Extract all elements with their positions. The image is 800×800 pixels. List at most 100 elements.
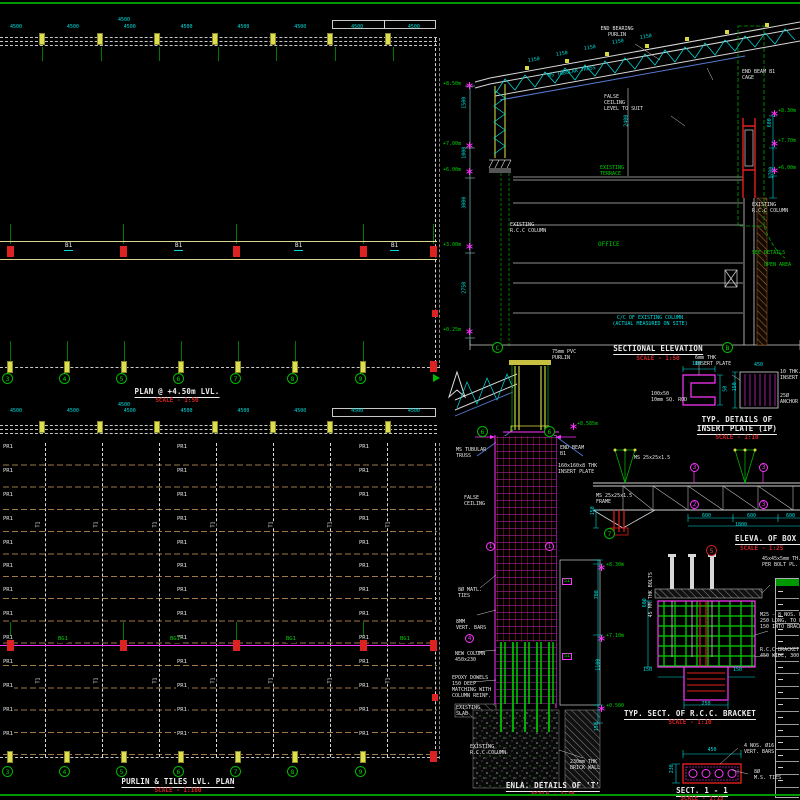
column-marker-red (7, 246, 14, 257)
brick-wall-label: 230mm THK (570, 759, 598, 765)
dim-text: 4500 (10, 24, 23, 30)
insert-plate-label: INSERT PLATE (558, 469, 595, 475)
channel-section (682, 374, 716, 406)
purlin-label: PR1 (176, 635, 188, 642)
dim-text: 4500 (66, 24, 79, 30)
dim-text: 2750 (461, 281, 468, 294)
column-marker-red (432, 310, 438, 317)
dim-text: 4500 (180, 408, 193, 414)
grid-bubble: 8 (287, 373, 298, 384)
epoxy-label: MATCHING WITH (452, 687, 492, 693)
purlin-label: PR1 (2, 682, 14, 690)
false-ceiling-label: CEILING (464, 501, 486, 507)
truss-label: T1 (152, 677, 159, 684)
plate-label: 10 THK. (780, 369, 800, 375)
purlin-label: PR1 (358, 706, 370, 714)
grid-tick (123, 622, 124, 640)
dim-text: 150 (733, 667, 743, 673)
corner-offset (332, 408, 436, 417)
dims (672, 750, 742, 784)
existing-column-label: R.C.C COLUMN (510, 228, 547, 234)
existing-column-label: EXISTING (510, 222, 535, 228)
truss-label: T1 (385, 521, 392, 528)
section-outline (682, 763, 742, 784)
rod-label: 25Ø (780, 393, 790, 399)
flag-leaders (693, 470, 764, 510)
dim-text: 4500 (123, 24, 136, 30)
column-marker (154, 421, 161, 433)
wall-line (0, 45, 437, 46)
plate-hatch (744, 374, 776, 406)
sect11-title: SECT. 1 - 1 (676, 786, 728, 797)
purlin-label: PR1 (2, 467, 14, 475)
level-label: +3.00m (443, 242, 462, 248)
purlin-label: PR1 (2, 539, 14, 546)
grid-tick (236, 224, 237, 244)
grid-bubble: B (722, 342, 733, 353)
note-label: C/C OF EXISTING COLUMN (616, 315, 684, 321)
truss-label: T1 (210, 677, 217, 684)
dim-text: 1800 (735, 522, 748, 528)
epoxy-label: COLUMN REINF. (452, 693, 492, 699)
rafter-line (273, 443, 274, 757)
stirrup-tag: S1 (562, 653, 573, 660)
epoxy-dowels (500, 642, 550, 732)
grid-tick (181, 341, 182, 361)
grid-tick (363, 622, 364, 640)
truss-label: T1 (93, 521, 100, 528)
column-marker (178, 361, 184, 373)
dowel-zone (496, 642, 556, 704)
table-row (776, 775, 799, 788)
ties-label: TIES (458, 593, 471, 599)
dim-text: 600 (747, 513, 757, 519)
wall-line (0, 425, 437, 426)
truss-label: T1 (35, 677, 42, 684)
purlin-cleats (525, 23, 769, 70)
purlin-label: PR1 (176, 706, 188, 714)
grid-bubble: 5 (116, 766, 127, 777)
column-marker (39, 421, 45, 433)
dim-text: 4500 (407, 408, 420, 414)
column-marker-red (360, 246, 367, 257)
box-girder-drawing (592, 448, 800, 536)
purlin-label: PR1 (176, 658, 188, 666)
bracket-title: TYP. SECT. OF R.C.C. BRACKET (623, 709, 757, 720)
truss-label: T1 (93, 677, 100, 684)
purlin-note: PURLIN (552, 355, 571, 361)
column-reinforcement (496, 436, 556, 642)
truss-label: T1 (35, 521, 42, 528)
column-marker-red (430, 751, 437, 762)
braced-box-x (724, 269, 738, 288)
new-column-label: NEW COLUMN (455, 651, 486, 657)
plate-label: INSERT PLATE (780, 375, 800, 381)
level-marker-icon (466, 142, 473, 149)
rebar (688, 769, 698, 778)
flag-bubble: 3 (690, 463, 699, 472)
dim-text: 600 (786, 513, 796, 519)
dim-text: 600 (702, 513, 712, 519)
dim-text: 4500 (118, 17, 131, 23)
bracket-label: R.C.C BRACKET (760, 647, 800, 653)
column-marker (96, 33, 103, 45)
grid-line (0, 367, 440, 368)
grid-tick (433, 224, 434, 244)
table-row (776, 636, 799, 649)
flag-bubble: 2 (690, 500, 699, 509)
column-marker-red (430, 361, 437, 372)
existing-concrete (472, 709, 560, 789)
column-marker (327, 33, 334, 45)
level-marker-icon (466, 168, 473, 175)
north-arrow-symbol (447, 370, 467, 399)
purlin-label: PR1 (358, 682, 370, 690)
truss-label: T1 (152, 521, 159, 528)
grid-bubble: 7 (230, 766, 241, 777)
right-grid-line (435, 38, 436, 368)
grid-tick (123, 224, 124, 244)
rod-label: ANCHOR RODS (780, 399, 800, 405)
grid-tick (238, 341, 239, 361)
dim-text: 600 (766, 118, 773, 128)
left-dim-line (465, 85, 475, 345)
